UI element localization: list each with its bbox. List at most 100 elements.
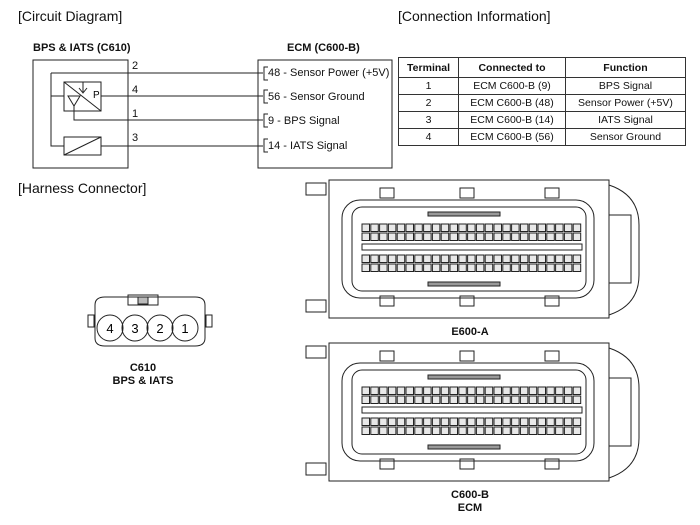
- c600b-pin: [555, 417, 564, 426]
- c600b-pin: [511, 386, 520, 395]
- c600b-pin: [537, 386, 546, 395]
- e600a-pin: [572, 254, 582, 263]
- c600b-pin: [387, 426, 397, 435]
- c600b-pin: [379, 386, 388, 395]
- c600b-pin: [431, 386, 441, 395]
- c600b-pin: [475, 417, 485, 426]
- e600a-pin: [528, 254, 538, 263]
- c600b-pin: [370, 417, 379, 426]
- e600a-pin: [475, 254, 485, 263]
- circuit-wiring: P: [32, 59, 393, 169]
- c600b-pin: [475, 395, 485, 404]
- c600b-pin: [423, 386, 432, 395]
- sensor-pin: 1: [132, 108, 139, 120]
- c600b-pin: [546, 395, 555, 404]
- c600b-pin: [572, 395, 582, 404]
- c600b-pin: [555, 426, 564, 435]
- c600b-pin: [449, 395, 458, 404]
- e600a-pin: [405, 263, 414, 272]
- c600b-pin: [502, 386, 511, 395]
- e600a-pin: [519, 263, 529, 272]
- e600a-pin: [396, 263, 406, 272]
- c600b-pin: [449, 386, 458, 395]
- c600b-clip: [379, 458, 395, 470]
- c600b-pin: [502, 417, 511, 426]
- e600a-pin: [484, 263, 494, 272]
- c600b-clip: [379, 350, 395, 362]
- c600b-pin: [555, 395, 564, 404]
- e600a-clip: [379, 295, 395, 307]
- e600a-pin: [528, 223, 538, 232]
- e600a-pin: [405, 254, 414, 263]
- c600b-pin: [387, 417, 397, 426]
- c600b-pin: [405, 386, 414, 395]
- c600b-pin: [423, 417, 432, 426]
- e600a-pin: [387, 232, 397, 241]
- sensor-title: BPS & IATS (C610): [33, 42, 131, 54]
- e600a-pin: [361, 232, 370, 241]
- e600a-pin: [502, 223, 511, 232]
- c600b-pin: [370, 426, 379, 435]
- e600a-pin: [431, 232, 441, 241]
- sensor-pin: 3: [132, 132, 139, 144]
- e600a-pin: [423, 263, 432, 272]
- e600a-pin: [519, 223, 529, 232]
- e600a-clip: [544, 295, 560, 307]
- e600a-pin: [475, 223, 485, 232]
- c600b-pin: [414, 386, 423, 395]
- c600b-pin: [370, 386, 379, 395]
- e600a-pin: [563, 223, 573, 232]
- c600b-tab: [305, 345, 327, 359]
- c600b-desc: ECM: [457, 502, 483, 514]
- c600b-pin: [405, 417, 414, 426]
- c600b-pin: [528, 386, 538, 395]
- c600b-pin: [484, 426, 494, 435]
- e600a-pin: [370, 223, 379, 232]
- c600b-pin: [563, 386, 573, 395]
- e600a-pin: [449, 263, 458, 272]
- e600a-pin: [449, 232, 458, 241]
- e600a-pin: [511, 223, 520, 232]
- e600a-pin: [511, 232, 520, 241]
- c600b-pin: [379, 426, 388, 435]
- e600a-pin: [546, 232, 555, 241]
- e600a-pin: [379, 223, 388, 232]
- e600a-pin: [502, 254, 511, 263]
- e600a-pin: [440, 223, 450, 232]
- c600b-clip: [459, 458, 475, 470]
- e600a-pin: [572, 223, 582, 232]
- e600a-pin: [493, 254, 502, 263]
- c600b-pin: [449, 426, 458, 435]
- ecm-title: ECM (C600-B): [287, 42, 360, 54]
- e600a-latch: [608, 184, 640, 316]
- c600b-pin: [519, 426, 529, 435]
- e600a-pin: [475, 263, 485, 272]
- c600b-pin: [467, 417, 476, 426]
- c600b-pin: [546, 426, 555, 435]
- e600a-pin: [396, 254, 406, 263]
- c600b-pin: [458, 395, 467, 404]
- c600b-pin: [511, 395, 520, 404]
- c600b-pin: [484, 395, 494, 404]
- c600b-pin: [467, 386, 476, 395]
- header-terminal: Terminal: [397, 57, 460, 78]
- e600a-pin: [519, 232, 529, 241]
- c600b-pin: [519, 395, 529, 404]
- c600b-pin: [396, 426, 406, 435]
- c600b-pin: [370, 395, 379, 404]
- c600b-divider: [361, 406, 583, 414]
- c600b-pin: [493, 426, 502, 435]
- e600a-pin: [546, 254, 555, 263]
- c600b-pin: [414, 417, 423, 426]
- header-connected: Connected to: [458, 57, 566, 78]
- c600b-clip: [544, 458, 560, 470]
- e600a-pin: [555, 263, 564, 272]
- connection-info-heading: [Connection Information]: [398, 8, 551, 24]
- e600a-label: E600-A: [451, 326, 489, 338]
- e600a-pin: [528, 263, 538, 272]
- e600a-pin: [379, 232, 388, 241]
- c600b-pin: [537, 426, 546, 435]
